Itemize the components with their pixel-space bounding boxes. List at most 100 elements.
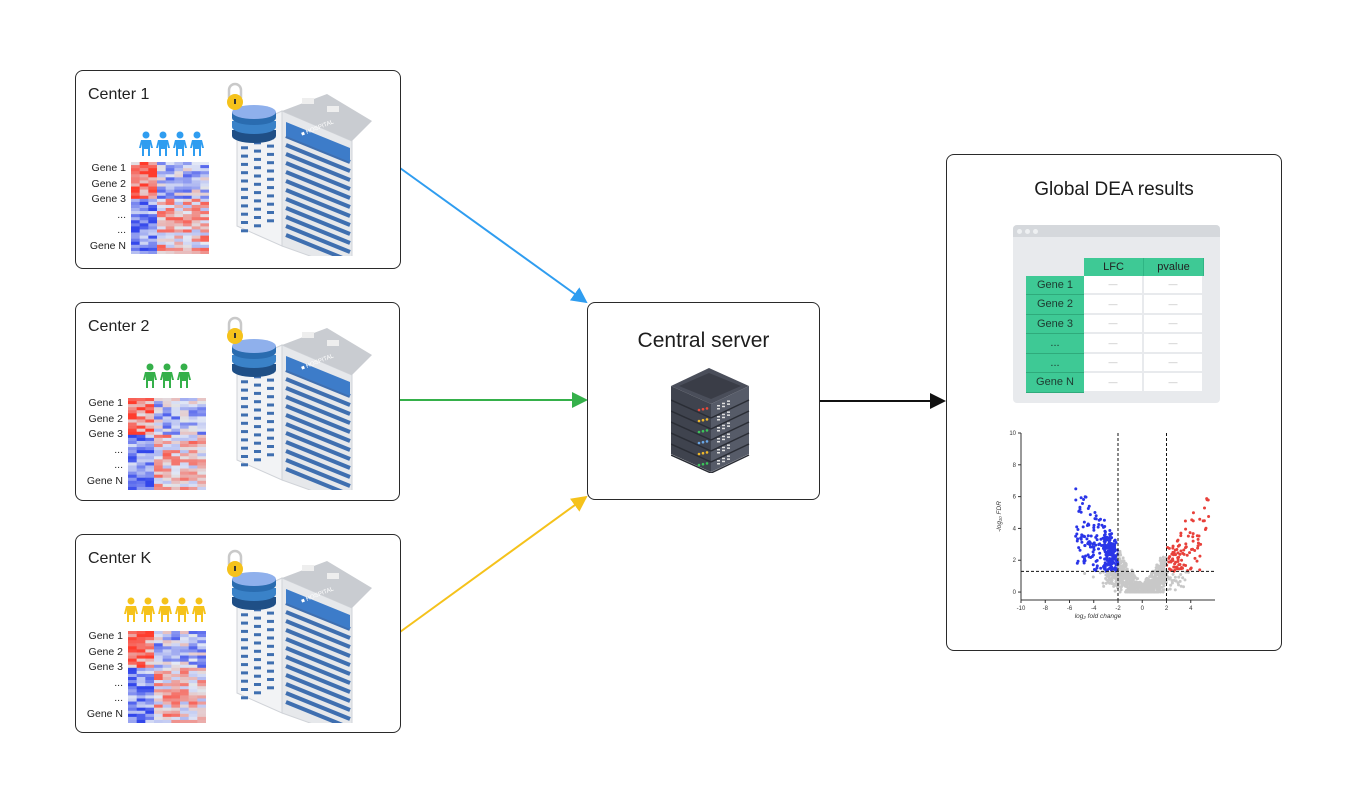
heatmap-cell: [180, 680, 189, 684]
heatmap-cell: [188, 431, 198, 436]
heatmap-cell: [128, 413, 137, 417]
heatmap-cell: [188, 646, 198, 650]
volcano-point: [1082, 557, 1086, 561]
heatmap-cell: [154, 664, 163, 669]
volcano-point: [1185, 553, 1189, 557]
heatmap-cell: [180, 686, 189, 690]
heatmap-cell: [197, 477, 206, 482]
volcano-point: [1093, 511, 1097, 515]
heatmap-cell: [191, 235, 201, 239]
heatmap-cell: [128, 716, 137, 721]
heatmap-cell: [188, 680, 198, 684]
heatmap-cell: [128, 658, 137, 662]
heatmap-cell: [131, 168, 140, 172]
volcano-point: [1184, 527, 1188, 531]
heatmap-cell: [162, 707, 172, 712]
heatmap-cell: [148, 177, 158, 181]
heatmap-cell: [191, 220, 201, 224]
heatmap-cell: [162, 698, 172, 702]
heatmap-cell: [154, 643, 163, 647]
heatmap-cell: [128, 425, 137, 429]
heatmap-cell: [183, 247, 192, 252]
heatmap-cell: [162, 462, 172, 466]
heatmap-cell: [148, 168, 158, 172]
server-led: [697, 463, 701, 467]
x-tick-label: -8: [1043, 606, 1049, 612]
volcano-point: [1150, 586, 1154, 590]
roof-unit: [327, 573, 339, 579]
heatmap-cell: [154, 649, 163, 653]
volcano-point: [1108, 528, 1112, 532]
heatmap-cell: [200, 229, 209, 233]
volcano-point: [1114, 563, 1118, 567]
heatmap-cell: [128, 404, 137, 408]
heatmap-cell: [154, 483, 163, 488]
heatmap-cell: [136, 428, 146, 433]
heatmap-cell: [197, 640, 206, 644]
heatmap-cell: [148, 198, 158, 203]
heatmap-cell: [200, 211, 209, 215]
heatmap-cell: [136, 640, 146, 644]
volcano-point: [1098, 517, 1102, 521]
window: [267, 403, 274, 407]
volcano-point: [1184, 542, 1188, 546]
volcano-point: [1099, 544, 1103, 548]
building-roof: [282, 561, 372, 608]
heatmap-cell: [191, 171, 201, 175]
heatmap-cell: [131, 208, 140, 212]
expression-heatmap: [128, 631, 206, 723]
heatmap-cell: [171, 683, 181, 687]
heatmap-cell: [165, 165, 175, 169]
heatmap-cell: [128, 447, 137, 451]
server-led: [705, 429, 709, 432]
heatmap-cell: [154, 686, 163, 690]
heatmap-cell: [128, 631, 137, 635]
server-title: Central server: [637, 329, 770, 352]
heatmap-cell: [154, 680, 163, 684]
heatmap-cell: [139, 177, 149, 181]
heatmap-cell: [197, 404, 206, 408]
gene-label: Gene 3: [88, 661, 123, 674]
heatmap-cell: [197, 680, 206, 684]
heatmap-cell: [154, 437, 163, 442]
heatmap-cell: [154, 428, 163, 433]
heatmap-cell: [165, 195, 175, 200]
server-port: [717, 452, 720, 454]
window: [241, 671, 248, 675]
gene-label: ...: [114, 443, 123, 456]
volcano-point: [1094, 543, 1098, 547]
heatmap-cell: [197, 695, 206, 699]
window: [267, 686, 274, 690]
heatmap-cell: [148, 174, 158, 178]
volcano-point: [1177, 575, 1181, 579]
volcano-point: [1116, 584, 1120, 588]
heatmap-cell: [145, 480, 155, 485]
heatmap-cell: [165, 168, 175, 172]
volcano-point: [1083, 572, 1087, 576]
heatmap-cell: [180, 631, 189, 635]
volcano-point: [1095, 564, 1099, 568]
x-tick-label: -4: [1091, 606, 1097, 612]
volcano-point: [1147, 590, 1151, 594]
heatmap-cell: [197, 664, 206, 669]
server-port: [717, 427, 720, 429]
results-table: LFC pvalue Gene 1——Gene 2——Gene 3——...——…: [1026, 258, 1204, 393]
heatmap-cell: [165, 220, 175, 224]
volcano-point: [1086, 534, 1090, 538]
heatmap-cell: [128, 480, 137, 485]
heatmap-cell: [131, 211, 140, 215]
volcano-point: [1115, 578, 1119, 582]
y-tick-label: 10: [1009, 431, 1016, 437]
results-table-window: LFC pvalue Gene 1——Gene 2——Gene 3——...——…: [1013, 225, 1220, 403]
volcano-point: [1076, 528, 1080, 532]
server-port: [727, 403, 730, 405]
heatmap-cell: [136, 480, 146, 485]
heatmap-cell: [171, 480, 181, 485]
heatmap-cell: [180, 640, 189, 644]
heatmap-cell: [148, 238, 158, 243]
heatmap-cell: [180, 425, 189, 429]
volcano-point: [1102, 584, 1106, 588]
heatmap-cell: [171, 450, 181, 454]
window: [267, 186, 274, 190]
